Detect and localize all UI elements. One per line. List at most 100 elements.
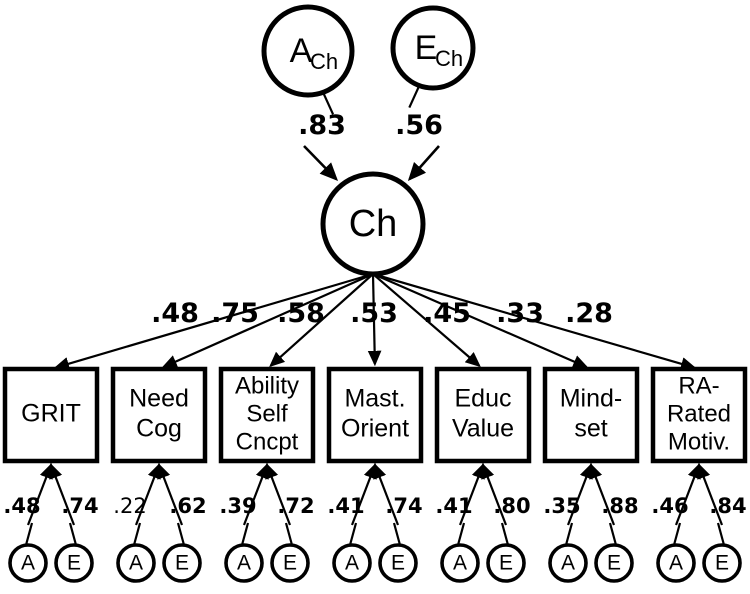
ae-coefficient-a-mindset: .35: [543, 494, 580, 518]
loading-path-need-cog: [161, 272, 374, 368]
indicator-box-ability-self-cncpt: [218, 366, 316, 464]
ae-stub-a-grit: [24, 522, 34, 546]
latent-stub-E_Ch: [408, 85, 421, 109]
loading-coefficient-mindset: .33: [496, 298, 544, 329]
ae-path-e-need-cog: [157, 462, 184, 526]
indicator-label-ability-self-cncpt-line0: Ability: [235, 372, 299, 399]
latent-label-A_Ch: A: [290, 32, 313, 70]
ae-circle-e-ability-self-cncpt: [270, 543, 310, 583]
ae-coefficient-e-ra-rated-motiv: .84: [709, 494, 746, 518]
ae-node-a-ability-self-cncpt: A: [224, 543, 264, 583]
ae-path-a-mindset: [566, 462, 593, 526]
ae-circle-a-educ-value: [440, 543, 480, 583]
ae-coefficient-a-ability-self-cncpt: .39: [219, 494, 256, 518]
ae-node-e-need-cog: E: [162, 543, 202, 583]
ae-stub-a-need-cog: [132, 522, 142, 546]
ae-path-e-ability-self-cncpt: [265, 462, 292, 526]
ae-path-e-mindset: [589, 462, 616, 526]
indicator-label-ability-self-cncpt-line1: Self: [246, 400, 288, 427]
ae-label-a-mast-orient: A: [345, 552, 359, 575]
ae-path-a-grit: [26, 462, 53, 526]
indicator-box-need-cog: [110, 366, 208, 464]
ae-label-a-ra-rated-motiv: A: [669, 552, 683, 575]
ae-circle-e-need-cog: [162, 543, 202, 583]
ae-path-e-ra-rated-motiv: [697, 462, 724, 526]
loading-path-educ-value: [372, 273, 481, 368]
ae-node-e-ra-rated-motiv: E: [702, 543, 742, 583]
ae-coefficient-a-educ-value: .41: [435, 494, 472, 518]
ae-circle-a-need-cog: [116, 543, 156, 583]
loading-path-mindset: [372, 272, 589, 369]
ae-node-e-grit: E: [54, 543, 94, 583]
latent-circle-A_Ch: [261, 4, 355, 98]
ae-stub-e-ra-rated-motiv: [716, 522, 726, 546]
ae-stub-e-grit: [68, 522, 78, 546]
ae-node-e-mindset: E: [594, 543, 634, 583]
common-factor-node: Ch: [320, 171, 426, 277]
ae-coefficient-e-mast-orient: .74: [385, 494, 422, 518]
ae-coefficient-e-ability-self-cncpt: .72: [277, 494, 314, 518]
ae-stub-a-mast-orient: [348, 522, 358, 546]
indicator-node-mindset: Mind-set: [542, 366, 640, 464]
loading-coefficient-ra-rated-motiv: .28: [565, 298, 613, 329]
ae-stub-a-mindset: [564, 522, 574, 546]
ae-circle-e-mindset: [594, 543, 634, 583]
ae-path-e-grit: [49, 462, 76, 526]
ae-label-a-grit: A: [21, 552, 35, 575]
ae-node-a-need-cog: A: [116, 543, 156, 583]
indicator-box-ra-rated-motiv: [650, 366, 748, 464]
loading-coefficient-mast-orient: .53: [350, 298, 398, 329]
loading-coefficient-grit: .48: [151, 298, 199, 329]
coefficient-A_Ch-to-common: .83: [298, 110, 346, 141]
ae-path-a-ability-self-cncpt: [242, 462, 269, 526]
ae-path-a-mast-orient: [350, 462, 377, 526]
ae-label-e-educ-value: E: [499, 552, 513, 575]
ae-coefficient-a-grit: .48: [3, 494, 40, 518]
ae-label-e-need-cog: E: [175, 552, 189, 575]
loading-coefficient-ability-self-cncpt: .58: [277, 298, 325, 329]
loading-path-grit: [53, 272, 374, 371]
ae-coefficient-a-ra-rated-motiv: .46: [651, 494, 688, 518]
indicator-label-mast-orient-line0: Mast.: [344, 385, 405, 413]
indicator-label-ra-rated-motiv-line0: RA-: [678, 372, 719, 399]
common-factor-label: Ch: [349, 203, 398, 245]
latent-circle-E_Ch: [390, 5, 476, 91]
ae-circle-a-mast-orient: [332, 543, 372, 583]
ae-node-a-ra-rated-motiv: A: [656, 543, 696, 583]
indicator-label-mindset-line1: set: [574, 415, 607, 443]
ae-coefficient-e-grit: .74: [61, 494, 98, 518]
ae-path-a-ra-rated-motiv: [674, 462, 701, 526]
common-factor-circle: [320, 171, 426, 277]
indicator-label-ra-rated-motiv-line1: Rated: [667, 400, 731, 427]
ae-node-a-educ-value: A: [440, 543, 480, 583]
ae-coefficient-e-mindset: .88: [601, 494, 638, 518]
ae-label-e-grit: E: [67, 552, 81, 575]
ae-circle-e-ra-rated-motiv: [702, 543, 742, 583]
ae-node-a-grit: A: [8, 543, 48, 583]
indicator-label-mindset-line0: Mind-: [560, 385, 623, 413]
ae-label-a-ability-self-cncpt: A: [237, 552, 251, 575]
ae-node-a-mast-orient: A: [332, 543, 372, 583]
latent-label-E_Ch: E: [415, 29, 438, 67]
ae-stub-a-ra-rated-motiv: [672, 522, 682, 546]
indicator-label-need-cog-line1: Cog: [136, 415, 182, 443]
indicator-label-need-cog-line0: Need: [129, 385, 189, 413]
path-A_Ch-to-common: [303, 145, 339, 181]
edge-layer: [24, 85, 726, 546]
ae-circle-e-educ-value: [486, 543, 526, 583]
ae-path-a-educ-value: [458, 462, 485, 526]
ae-stub-a-ability-self-cncpt: [240, 522, 250, 546]
indicator-label-mast-orient-line1: Orient: [341, 415, 409, 443]
indicator-box-mindset: [542, 366, 640, 464]
ae-label-a-educ-value: A: [453, 552, 467, 575]
loading-path-mast-orient: [367, 273, 382, 367]
ae-path-a-need-cog: [134, 462, 161, 526]
ae-stub-e-ability-self-cncpt: [284, 522, 294, 546]
ae-circle-a-ra-rated-motiv: [656, 543, 696, 583]
latent-node-A_Ch: ACh: [261, 4, 355, 98]
